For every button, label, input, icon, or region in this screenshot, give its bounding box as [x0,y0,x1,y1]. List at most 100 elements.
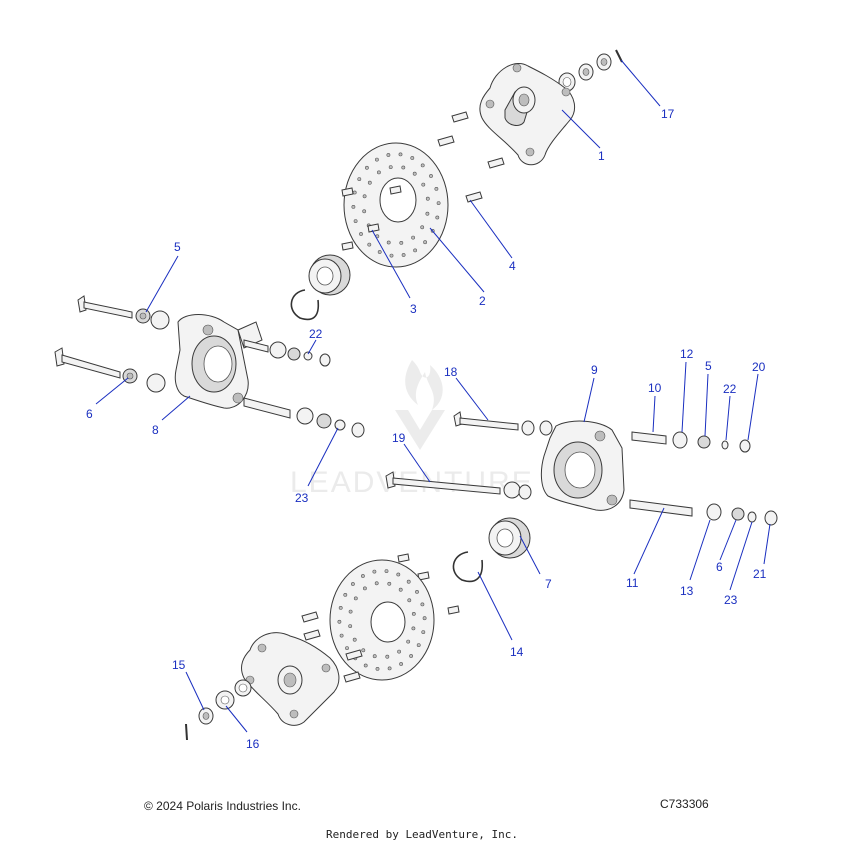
disc-perforation [361,648,366,653]
disc-perforation [348,609,353,614]
steering-knuckle-left [174,314,263,409]
disc-perforation [385,654,390,659]
bushing-left-3 [269,341,287,359]
callout-10: 10 [648,381,662,395]
disc-perforation [420,602,425,607]
disc-perforation [357,177,362,182]
snap-ring-bottom [452,551,484,583]
nut-left-1 [319,353,331,367]
disc-perforation [363,663,368,668]
callout-7: 7 [545,577,552,591]
callout-8: 8 [152,423,159,437]
disc-perforation [423,240,428,245]
callout-23-left: 23 [295,491,309,505]
brake-disc-bottom [329,559,435,681]
disc-perforation [406,639,411,644]
bolt-19 [385,471,501,495]
disc-perforation [397,649,402,654]
disc-perforation [399,240,404,245]
disc-perforation [399,662,404,666]
disc-perforation [422,616,427,621]
cotter-pin-bottom [185,723,188,741]
disc-perforation [343,593,348,597]
disc-perforation [411,612,416,616]
disc-perforation [407,598,412,603]
pin-left-lower [243,397,291,419]
washer-23-left [334,419,346,431]
callout-3: 3 [410,302,417,316]
disc-perforation [411,626,416,631]
disc-perforation [345,646,349,651]
disc-perforation [398,587,403,592]
disc-perforation [374,157,379,162]
nut-21 [764,510,778,526]
disc-perforation [401,253,406,257]
washer-5-left [135,308,151,324]
callout-2: 2 [479,294,486,308]
washer-bottom-1 [234,679,252,697]
disc-perforation [429,174,433,178]
bearing-top [308,254,351,296]
disc-perforation [384,569,389,574]
wheel-hub-top [479,63,576,166]
disc-perforation [352,190,357,195]
callout-15: 15 [172,658,186,672]
disc-perforation [412,171,417,176]
bushing-left-2 [146,373,166,393]
callout-16: 16 [246,737,260,751]
washer-left-4 [316,413,332,429]
callout-14: 14 [510,645,524,659]
disc-perforation [425,196,430,201]
disc-perforation [338,606,343,610]
disc-perforation [362,194,367,199]
disc-screw-group-bottom [397,553,460,615]
bolt-lower-left [54,347,121,379]
callout-18: 18 [444,365,458,379]
washer-22-right [721,440,729,450]
disc-perforation [359,232,363,236]
disc-perforation [411,235,416,240]
watermark-v-icon [395,410,445,450]
disc-perforation [416,643,421,648]
watermark-flame-icon [405,360,443,410]
wheel-stud-group-top [437,111,505,203]
callout-9: 9 [591,363,598,377]
disc-perforation [388,165,393,170]
bolt-upper-left [77,295,133,319]
disc-perforation [362,586,367,591]
disc-perforation [434,186,439,191]
bushing-13 [706,503,722,521]
pin-left-upper [243,339,269,353]
callout-17: 17 [661,107,675,121]
disc-perforation [386,240,391,245]
disc-perforation [420,163,425,168]
washer-16 [215,690,235,710]
disc-perforation [350,582,355,586]
callout-6-right: 6 [716,560,723,574]
disc-perforation [362,209,367,214]
steering-knuckle-right [540,420,625,511]
disc-perforation [410,156,415,160]
disc-perforation [376,170,381,175]
callout-12: 12 [680,347,694,361]
sleeve-11 [629,499,693,517]
copyright-text: © 2024 Polaris Industries Inc. [144,799,301,813]
disc-perforation [386,153,391,157]
disc-perforation [401,165,406,170]
callout-23-right: 23 [724,593,738,607]
disc-perforation [415,590,419,594]
disc-perforation [374,581,379,586]
brake-disc-top [343,142,449,268]
washer-22-left [303,351,313,361]
disc-perforation [375,667,380,671]
callout-22-right: 22 [723,382,737,396]
disc-perforation [353,596,358,601]
disc-perforation [351,204,356,209]
callout-5-left: 5 [174,240,181,254]
wheel-stud-group-bottom [301,611,363,683]
disc-perforation [420,225,425,230]
disc-perforation [353,219,358,224]
callout-21: 21 [753,567,767,581]
bushing-right-2 [503,481,532,500]
